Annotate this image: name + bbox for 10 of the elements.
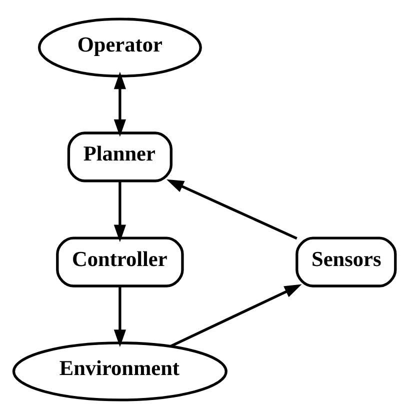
arrow [114, 286, 126, 346]
node-box: Sensors [296, 236, 397, 287]
arrow [114, 71, 126, 136]
node-ellipse: Operator [38, 17, 202, 77]
arrow [170, 284, 302, 348]
arrow [166, 178, 298, 240]
node-ellipse: Environment [12, 341, 228, 401]
node-box: Planner [67, 131, 172, 182]
arrow [114, 180, 126, 242]
node-box: Controller [56, 236, 184, 287]
